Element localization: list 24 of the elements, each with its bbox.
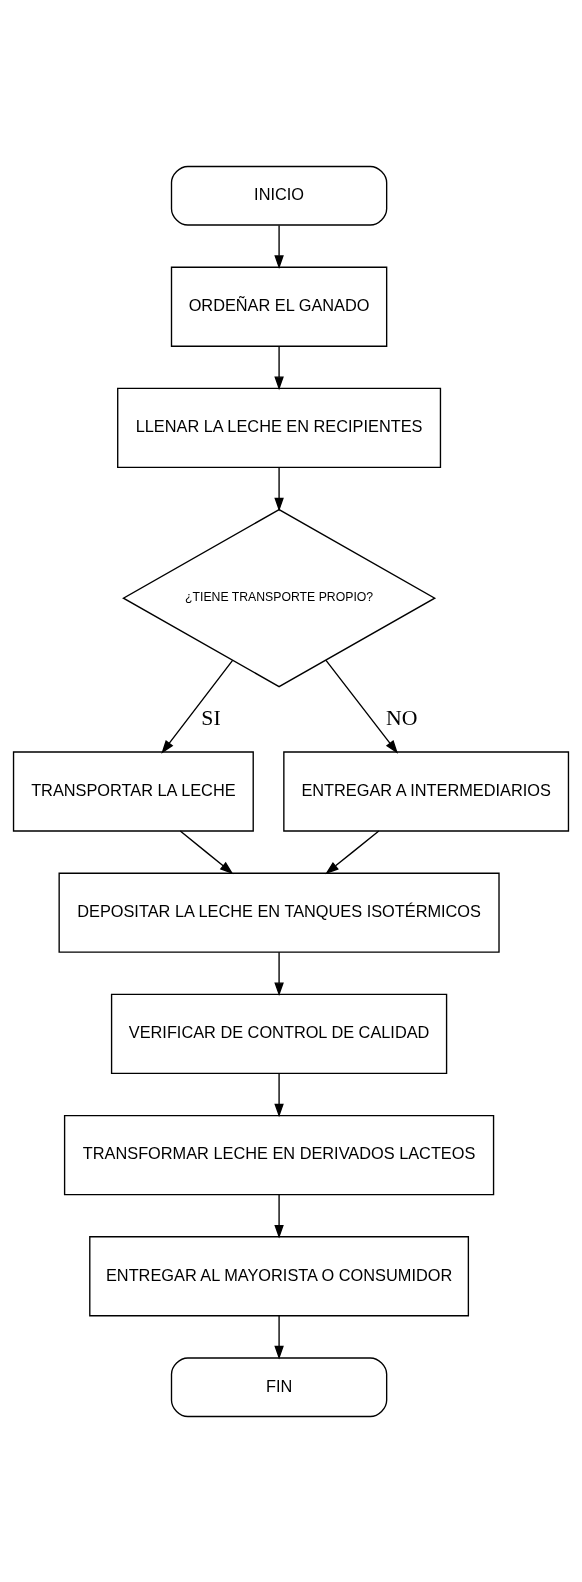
node-box: ORDEÑAR EL GANADO [170,266,388,347]
arrow [274,224,284,269]
arrow [274,1072,284,1117]
node-diamond: ¿TIENE TRANSPORTE PROPIO? [122,508,437,687]
node-box: LLENAR LA LECHE EN RECIPIENTES [117,387,442,468]
arrow [325,659,398,754]
arrow [274,1193,284,1238]
node-box: INICIO [170,165,388,226]
arrow [179,829,234,874]
edge-label: NO [385,705,418,729]
arrow [161,659,234,754]
node-box: DEPOSITAR LA LECHE EN TANQUES ISOTÉRMICOS [58,872,500,953]
node-box: FIN [170,1356,388,1417]
edge-label: SI [201,705,221,729]
arrow [325,829,380,874]
node-box: TRANSFORMAR LECHE EN DERIVADOS LACTEOS [63,1114,495,1195]
arrow [274,466,284,511]
arrow [274,1314,284,1359]
node-box: VERIFICAR DE CONTROL DE CALIDAD [110,993,448,1074]
node-box: ENTREGAR A INTERMEDIARIOS [283,750,570,832]
node-box: ENTREGAR AL MAYORISTA O CONSUMIDOR [89,1235,470,1316]
node-box: TRANSPORTAR LA LECHE [12,750,254,832]
arrow [274,951,284,996]
arrow [274,345,284,390]
